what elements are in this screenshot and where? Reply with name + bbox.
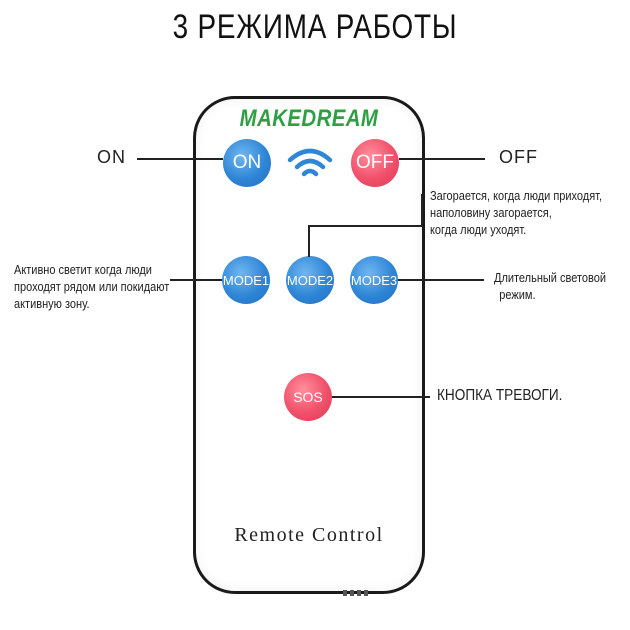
sos-leader-line xyxy=(332,396,430,398)
on-leader-line xyxy=(137,158,223,160)
mode2-leader-vertical xyxy=(308,225,310,257)
mode2-button-label: MODE2 xyxy=(286,272,334,288)
on-button-label: ON xyxy=(232,152,262,173)
mode3-button-label: MODE3 xyxy=(350,272,398,288)
mode3-annotation-line: Длительный световой xyxy=(494,271,607,285)
off-annotation: OFF xyxy=(499,147,538,167)
mode2-leader-bracket xyxy=(421,194,423,227)
sos-annotation: КНОПКА ТРЕВОГИ. xyxy=(437,387,563,404)
on-annotation: ON xyxy=(97,147,126,167)
mode2-button[interactable]: MODE2 xyxy=(286,256,334,304)
mode1-annotation-line: активную зону. xyxy=(14,297,90,311)
mode2-leader-horizontal xyxy=(308,225,422,227)
remote-vent-marks xyxy=(343,590,371,596)
remote-caption: Remote Control xyxy=(234,524,384,546)
sos-button[interactable]: SOS xyxy=(284,373,332,421)
mode2-annotation-line: Загорается, когда люди приходят, xyxy=(430,189,603,203)
mode3-leader-line xyxy=(398,279,484,281)
mode1-annotation-line: Активно светит когда люди xyxy=(14,263,152,277)
mode2-annotation-line: когда люди уходят. xyxy=(430,223,527,237)
sos-button-label: SOS xyxy=(293,389,323,405)
page-title: 3 РЕЖИМА РАБОТЫ xyxy=(172,8,458,46)
mode1-leader-line xyxy=(170,279,222,281)
mode1-button-label: MODE1 xyxy=(222,272,270,288)
mode1-annotation-line: проходят рядом или покидают xyxy=(14,280,170,294)
mode2-annotation: Загорается, когда люди приходят, наполов… xyxy=(430,188,602,239)
mode3-annotation: Длительный световой режим. xyxy=(494,270,606,304)
brand-logo: MAKEDREAM xyxy=(239,105,379,132)
mode3-button[interactable]: MODE3 xyxy=(350,256,398,304)
mode3-annotation-line: режим. xyxy=(499,288,536,302)
on-button[interactable]: ON xyxy=(223,139,271,187)
off-leader-line xyxy=(399,158,485,160)
off-button[interactable]: OFF xyxy=(351,139,399,187)
off-button-label: OFF xyxy=(356,152,394,173)
mode1-button[interactable]: MODE1 xyxy=(222,256,270,304)
wifi-icon xyxy=(287,148,333,177)
mode1-annotation: Активно светит когда люди проходят рядом… xyxy=(14,262,169,313)
mode2-annotation-line: наполовину загорается, xyxy=(430,206,552,220)
